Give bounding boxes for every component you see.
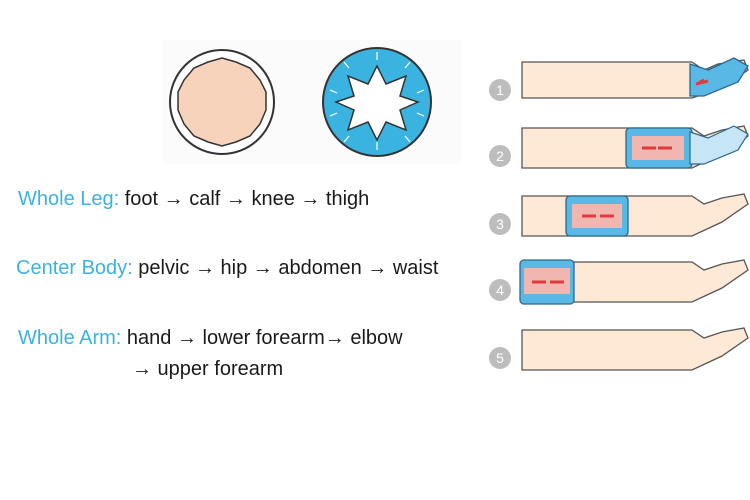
stage-3-number: 3 xyxy=(496,216,504,232)
center-body-label: Center Body: xyxy=(16,257,133,279)
stage-2: 2 xyxy=(482,118,750,180)
center-body-sequence: Center Body: pelvic → hip → abdomen → wa… xyxy=(16,257,438,280)
whole-arm-steps-2: → upper forearm xyxy=(132,358,284,380)
whole-leg-label: Whole Leg: xyxy=(18,188,120,210)
stage-3-leg-illustration: 3 xyxy=(489,193,749,237)
stage-5: 5 xyxy=(482,322,750,384)
whole-arm-steps: hand → lower forearm→ elbow xyxy=(126,327,403,349)
whole-arm-sequence: Whole Arm: hand → lower forearm→ elbow xyxy=(18,327,403,350)
stage-3: 3 xyxy=(482,186,750,248)
whole-arm-sequence-continued: → upper forearm xyxy=(132,358,283,381)
stage-5-leg-illustration: 5 xyxy=(489,327,749,371)
whole-leg-sequence: Whole Leg: foot → calf → knee → thigh xyxy=(18,188,369,211)
pressure-illustration xyxy=(162,40,462,164)
relaxed-cuff-icon xyxy=(169,49,275,155)
whole-leg-steps: foot → calf → knee → thigh xyxy=(124,188,370,210)
stage-4-number: 4 xyxy=(496,282,504,298)
stage-2-number: 2 xyxy=(496,148,504,164)
center-body-steps: pelvic → hip → abdomen → waist xyxy=(138,257,439,279)
stage-2-leg-illustration: 2 xyxy=(489,125,749,169)
compressed-cuff-icon xyxy=(322,47,432,157)
stage-4: 4 xyxy=(482,254,750,316)
stage-1-leg-illustration: 1 xyxy=(489,57,749,101)
stage-1-number: 1 xyxy=(496,82,504,98)
stage-1: 1 xyxy=(482,50,750,112)
stage-4-leg-illustration: 4 xyxy=(489,259,749,305)
whole-arm-label: Whole Arm: xyxy=(18,327,122,349)
stage-5-number: 5 xyxy=(496,350,504,366)
inflation-stages: 1 2 3 4 xyxy=(482,50,750,390)
